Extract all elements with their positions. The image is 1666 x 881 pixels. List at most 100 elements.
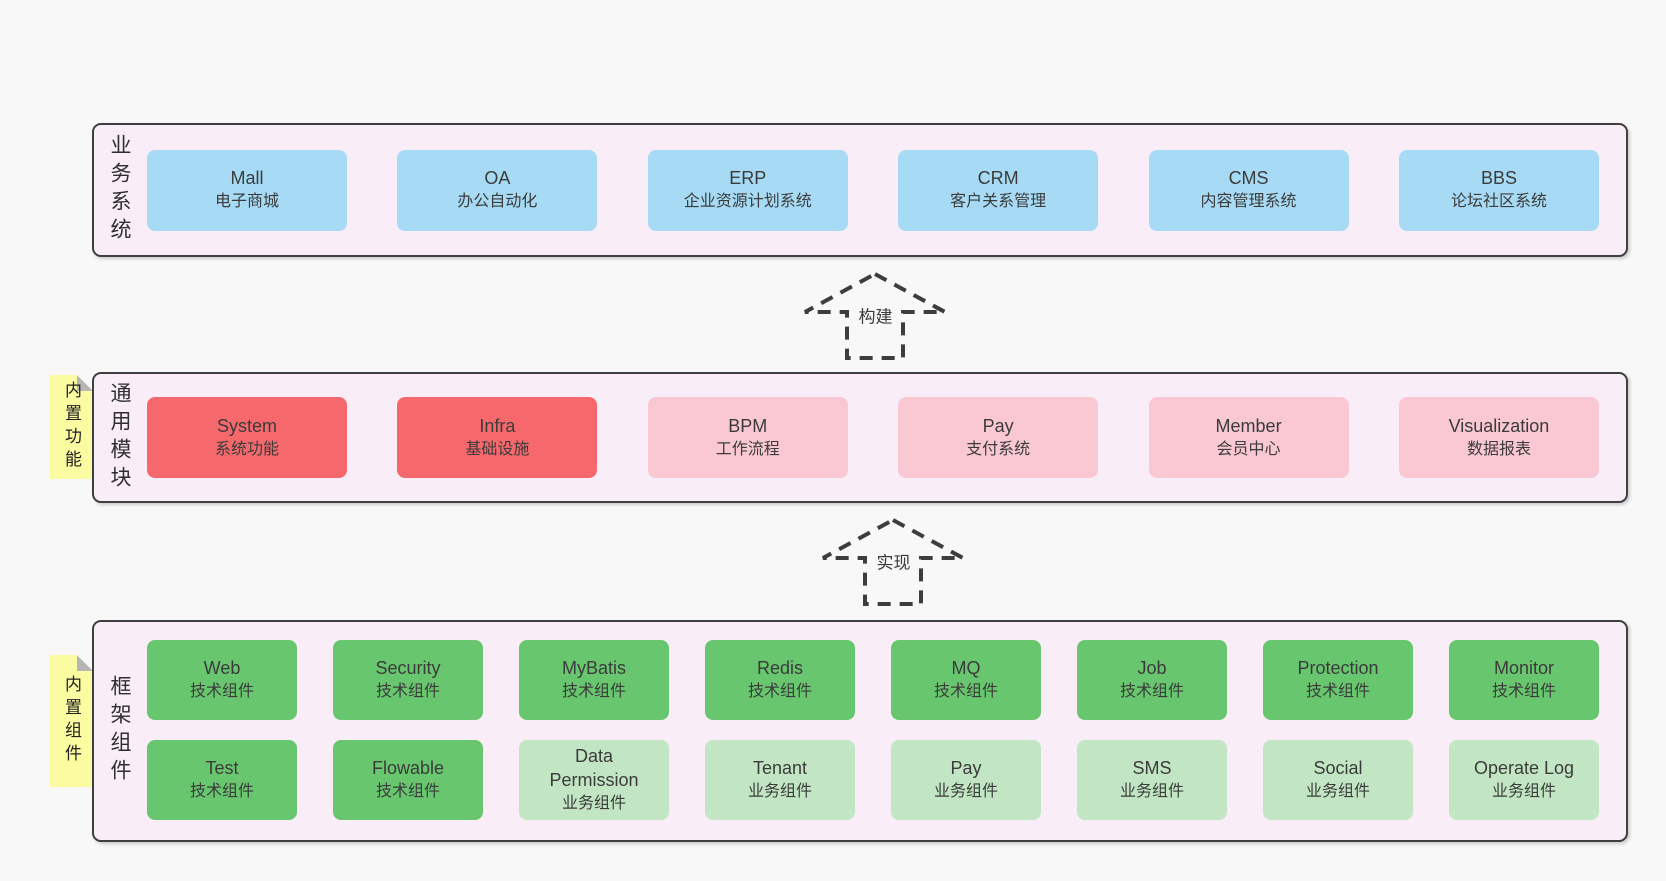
box-security: Security 技术组件: [333, 640, 483, 720]
box-name: System: [216, 415, 277, 436]
box-desc: 电子商城: [214, 193, 279, 210]
box-desc: 技术组件: [189, 683, 254, 700]
box-desc: 基础设施: [465, 440, 530, 458]
box-name: CRM: [977, 168, 1019, 188]
box-desc: 业务组件: [1305, 783, 1370, 800]
box-name: OA: [484, 168, 511, 188]
box-system: System 系统功能: [147, 397, 347, 478]
box-desc: 业务组件: [933, 783, 998, 800]
note-fold-icon: [77, 655, 93, 671]
box-name: Flowable: [371, 758, 445, 778]
box-desc: 技术组件: [1305, 683, 1370, 700]
box-desc: 技术组件: [747, 683, 812, 700]
implement-arrow-label: 实现: [873, 548, 914, 574]
box-name: Pay: [982, 415, 1014, 436]
box-desc: 技术组件: [561, 683, 626, 700]
box-monitor: Monitor 技术组件: [1449, 640, 1599, 720]
box-mall: Mall 电子商城: [147, 149, 347, 231]
sticky-note-text: 内置组件: [62, 675, 81, 767]
box-visualization: Visualization 数据报表: [1398, 397, 1599, 478]
box-name: Tenant: [752, 758, 808, 778]
common-modules-boxes: System 系统功能 Infra 基础设施 BPM 工作流程 Pay 支付系统…: [147, 374, 1599, 501]
sticky-note-builtin-features: 内置功能: [50, 375, 93, 479]
box-name: MQ: [951, 658, 981, 678]
box-desc: 技术组件: [189, 783, 254, 800]
box-name: Data Permission: [549, 746, 639, 790]
box-crm: CRM 客户关系管理: [898, 149, 1099, 231]
box-sms: SMS 业务组件: [1077, 740, 1227, 820]
sticky-note-text: 内置功能: [62, 381, 81, 473]
box-flowable: Flowable 技术组件: [333, 740, 483, 820]
build-arrow: 构建: [803, 271, 948, 361]
panel-business-systems: 业务系统 Mall 电子商城 OA 办公自动化 ERP 企业资源计划系统 CRM…: [92, 123, 1628, 257]
box-desc: 技术组件: [933, 683, 998, 700]
box-name: CMS: [1228, 168, 1269, 188]
box-desc: 工作流程: [715, 440, 780, 458]
box-tenant: Tenant 业务组件: [705, 740, 855, 820]
box-test: Test 技术组件: [147, 740, 297, 820]
box-desc: 数据报表: [1466, 440, 1531, 458]
box-data-permission: Data Permission 业务组件: [519, 740, 669, 820]
box-redis: Redis 技术组件: [705, 640, 855, 720]
box-pay-module: Pay 支付系统: [898, 397, 1099, 478]
box-name: ERP: [729, 168, 767, 188]
box-cms: CMS 内容管理系统: [1148, 149, 1349, 231]
build-arrow-label: 构建: [855, 302, 896, 328]
box-name: Pay: [950, 758, 982, 778]
box-desc: 业务组件: [561, 795, 626, 812]
panel-label-business-systems: 业务系统: [108, 134, 131, 246]
box-protection: Protection 技术组件: [1263, 640, 1413, 720]
box-name: MyBatis: [561, 658, 626, 678]
box-operate-log: Operate Log 业务组件: [1449, 740, 1599, 820]
box-desc: 内容管理系统: [1200, 193, 1297, 210]
panel-label-common-modules: 通用模块: [108, 381, 131, 494]
framework-row-2: Test 技术组件 Flowable 技术组件 Data Permission …: [147, 740, 1599, 820]
box-desc: 论坛社区系统: [1450, 193, 1547, 210]
sticky-note-builtin-components: 内置组件: [50, 655, 93, 787]
box-mq: MQ 技术组件: [891, 640, 1041, 720]
box-name: BBS: [1480, 168, 1517, 188]
box-desc: 技术组件: [1491, 683, 1556, 700]
box-desc: 技术组件: [375, 683, 440, 700]
box-name: Monitor: [1493, 658, 1555, 678]
box-desc: 技术组件: [375, 783, 440, 800]
panel-common-modules: 通用模块 System 系统功能 Infra 基础设施 BPM 工作流程 Pay…: [92, 372, 1628, 503]
implement-arrow: 实现: [821, 517, 966, 607]
box-name: Infra: [479, 415, 516, 436]
panel-label-framework-components: 框架组件: [108, 675, 131, 787]
box-desc: 客户关系管理: [950, 193, 1047, 210]
box-name: Visualization: [1448, 415, 1550, 436]
box-erp: ERP 企业资源计划系统: [647, 149, 848, 231]
box-name: Protection: [1297, 658, 1379, 678]
box-job: Job 技术组件: [1077, 640, 1227, 720]
box-desc: 支付系统: [966, 440, 1031, 458]
business-systems-boxes: Mall 电子商城 OA 办公自动化 ERP 企业资源计划系统 CRM 客户关系…: [147, 125, 1599, 255]
framework-row-1: Web 技术组件 Security 技术组件 MyBatis 技术组件 Redi…: [147, 640, 1599, 720]
box-desc: 系统功能: [214, 440, 279, 458]
box-desc: 企业资源计划系统: [683, 193, 812, 210]
box-oa: OA 办公自动化: [397, 149, 598, 231]
box-name: Job: [1137, 658, 1167, 678]
box-name: BPM: [728, 415, 768, 436]
box-pay-component: Pay 业务组件: [891, 740, 1041, 820]
box-name: Operate Log: [1473, 758, 1575, 778]
framework-components-boxes: Web 技术组件 Security 技术组件 MyBatis 技术组件 Redi…: [147, 640, 1599, 820]
box-mybatis: MyBatis 技术组件: [519, 640, 669, 720]
panel-framework-components: 框架组件 Web 技术组件 Security 技术组件 MyBatis 技术组件…: [92, 620, 1628, 842]
box-bpm: BPM 工作流程: [647, 397, 848, 478]
box-desc: 业务组件: [1491, 783, 1556, 800]
box-member: Member 会员中心: [1148, 397, 1349, 478]
box-name: Social: [1313, 758, 1363, 778]
box-name: SMS: [1132, 758, 1172, 778]
box-desc: 技术组件: [1119, 683, 1184, 700]
box-desc: 业务组件: [747, 783, 812, 800]
box-name: Security: [375, 658, 441, 678]
box-web: Web 技术组件: [147, 640, 297, 720]
box-infra: Infra 基础设施: [397, 397, 598, 478]
box-desc: 办公自动化: [457, 193, 538, 210]
box-name: Web: [203, 658, 241, 678]
box-name: Test: [205, 758, 239, 778]
box-name: Member: [1215, 415, 1282, 436]
box-name: Mall: [230, 168, 264, 188]
